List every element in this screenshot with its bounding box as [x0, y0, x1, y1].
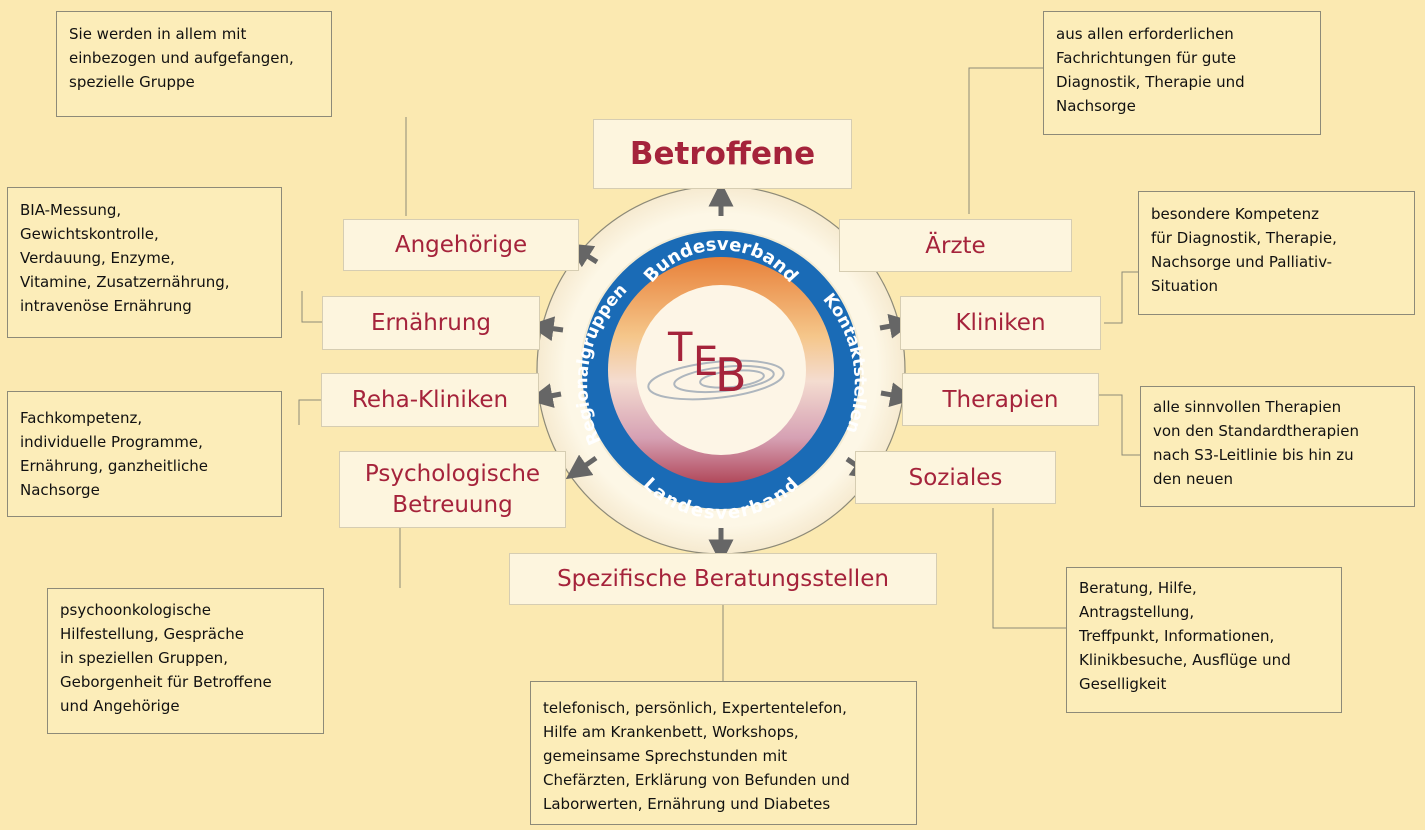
connector-lines	[298, 67, 1140, 681]
node-therapien: Therapien	[902, 373, 1099, 426]
node-beratung: Spezifische Beratungsstellen	[509, 553, 937, 605]
node-psych-line-1: Psychologische	[364, 460, 541, 487]
desc-line: psychoonkologische	[60, 601, 211, 619]
desc-ernaehrung: BIA-Messung, Gewichtskontrolle, Verdauun…	[7, 187, 282, 338]
node-reha-text: Reha-Kliniken	[351, 387, 509, 413]
node-psych: Psychologische Betreuung	[339, 451, 566, 528]
arrow-angehoerige	[567, 243, 599, 268]
logo-letter-b: B	[715, 348, 747, 402]
connector-reha	[298, 399, 321, 425]
node-therapien-text: Therapien	[942, 386, 1059, 413]
desc-line: Vitamine, Zusatzernährung,	[20, 273, 230, 291]
desc-line: den neuen	[1153, 470, 1234, 488]
arrow-ernaehrung	[528, 316, 564, 342]
desc-line: Geborgenheit für Betroffene	[60, 673, 272, 691]
logo-letter-e: E	[693, 339, 718, 385]
desc-line: Klinikbesuche, Ausflüge und	[1079, 651, 1291, 669]
node-betroffene-text: Betroffene	[629, 136, 816, 172]
desc-line: telefonisch, persönlich, Expertentelefon…	[543, 699, 847, 717]
desc-line: BIA-Messung,	[20, 201, 122, 219]
node-reha: Reha-Kliniken	[321, 373, 539, 427]
desc-line: Laborwerten, Ernährung und Diabetes	[543, 795, 831, 813]
desc-line: Verdauung, Enzyme,	[20, 249, 175, 267]
node-aerzte-text: Ärzte	[925, 232, 986, 259]
desc-line: Situation	[1151, 277, 1219, 295]
desc-line: alle sinnvollen Therapien	[1153, 398, 1342, 416]
connector-aerzte	[968, 67, 1043, 214]
swirl-mark	[647, 359, 785, 401]
desc-line: Fachrichtungen für gute	[1056, 49, 1237, 67]
desc-line: Nachsorge	[20, 481, 100, 499]
desc-line: Sie werden in allem mit	[69, 25, 247, 43]
connector-therapien	[1099, 394, 1140, 456]
node-betroffene: Betroffene	[593, 119, 852, 189]
desc-line: intravenöse Ernährung	[20, 297, 192, 315]
desc-psych: psychoonkologische Hilfestellung, Gesprä…	[47, 588, 324, 734]
node-ernaehrung-text: Ernährung	[370, 310, 492, 336]
desc-line: nach S3-Leitlinie bis hin zu	[1153, 446, 1354, 464]
logo-letter-t: T	[667, 325, 693, 371]
desc-line: Treffpunkt, Informationen,	[1079, 627, 1275, 645]
desc-therapien: alle sinnvollen Therapien von den Standa…	[1140, 386, 1415, 507]
desc-line: Chefärzten, Erklärung von Befunden und	[543, 771, 850, 789]
node-aerzte: Ärzte	[839, 219, 1072, 272]
desc-line: für Diagnostik, Therapie,	[1151, 229, 1337, 247]
node-soziales: Soziales	[855, 451, 1056, 504]
desc-line: einbezogen und aufgefangen,	[69, 49, 294, 67]
desc-line: gemeinsame Sprechstunden mit	[543, 747, 788, 765]
desc-angehoerige: Sie werden in allem mit einbezogen und a…	[56, 11, 332, 117]
desc-line: besondere Kompetenz	[1151, 205, 1319, 223]
desc-kliniken: besondere Kompetenz für Diagnostik, Ther…	[1138, 191, 1415, 315]
inner-disk	[636, 285, 806, 455]
desc-line: Hilfestellung, Gespräche	[60, 625, 244, 643]
node-kliniken-text: Kliniken	[955, 310, 1046, 336]
desc-line: Fachkompetenz,	[20, 409, 143, 427]
desc-line: Beratung, Hilfe,	[1079, 579, 1197, 597]
desc-line: Diagnostik, Therapie und	[1056, 73, 1245, 91]
connector-ernaehrung	[301, 291, 322, 323]
node-psych-line-2: Betreuung	[392, 491, 513, 518]
arrow-kliniken	[879, 313, 915, 339]
desc-line: Geselligkeit	[1079, 675, 1167, 693]
desc-line: individuelle Programme,	[20, 433, 203, 451]
arrow-reha	[527, 383, 562, 408]
connector-kliniken	[1104, 271, 1138, 324]
node-kliniken: Kliniken	[900, 296, 1101, 350]
arrow-therapien	[880, 382, 916, 408]
desc-line: von den Standardtherapien	[1153, 422, 1359, 440]
desc-line: Nachsorge und Palliativ-	[1151, 253, 1333, 271]
teb-logo: T E B	[667, 325, 747, 402]
desc-line: aus allen erforderlichen	[1056, 25, 1234, 43]
desc-line: Nachsorge	[1056, 97, 1136, 115]
node-ernaehrung: Ernährung	[322, 296, 540, 350]
desc-line: Hilfe am Krankenbett, Workshops,	[543, 723, 799, 741]
desc-line: in speziellen Gruppen,	[60, 649, 228, 667]
node-beratung-text: Spezifische Beratungsstellen	[557, 566, 889, 592]
connector-soziales	[992, 508, 1066, 629]
desc-beratung: telefonisch, persönlich, Expertentelefon…	[530, 681, 917, 825]
node-angehoerige: Angehörige	[343, 219, 579, 271]
desc-line: spezielle Gruppe	[69, 73, 195, 91]
desc-line: Gewichtskontrolle,	[20, 225, 159, 243]
desc-line: Ernährung, ganzheitliche	[20, 457, 209, 475]
node-soziales-text: Soziales	[908, 464, 1003, 491]
arrow-psych	[565, 454, 598, 480]
desc-line: und Angehörige	[60, 697, 180, 715]
desc-reha: Fachkompetenz, individuelle Programme, E…	[7, 391, 282, 517]
node-angehoerige-text: Angehörige	[394, 232, 528, 258]
desc-aerzte: aus allen erforderlichen Fachrichtungen …	[1043, 11, 1321, 135]
desc-soziales: Beratung, Hilfe, Antragstellung, Treffpu…	[1066, 567, 1342, 713]
desc-line: Antragstellung,	[1079, 603, 1195, 621]
